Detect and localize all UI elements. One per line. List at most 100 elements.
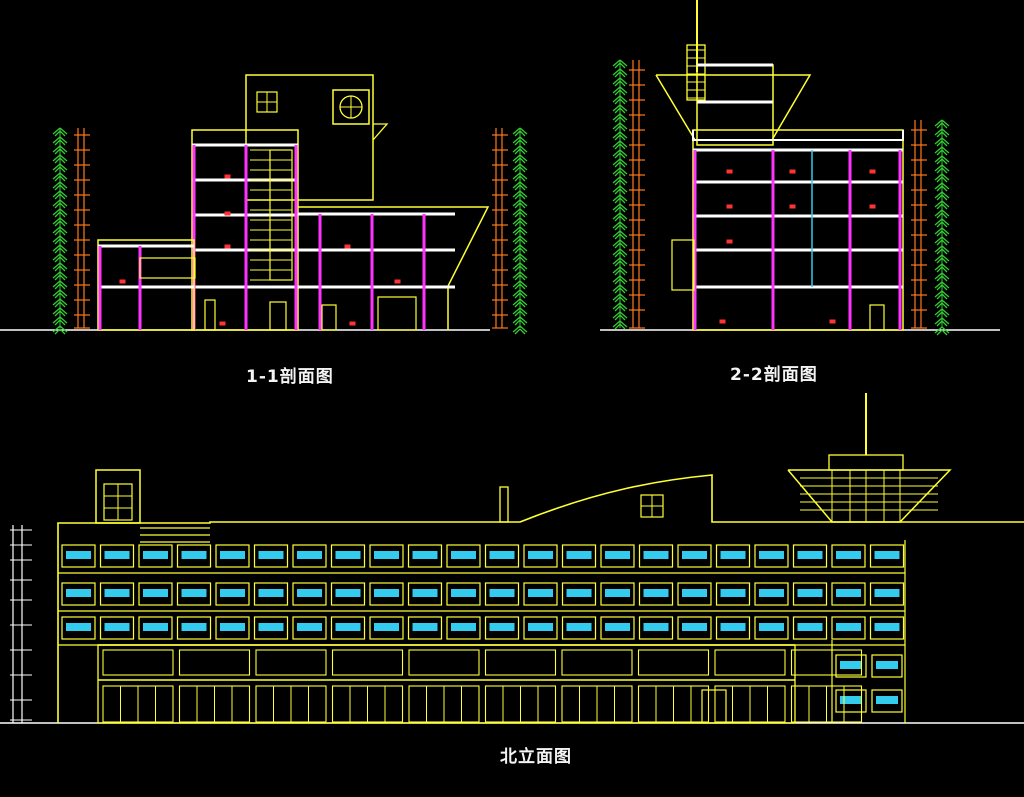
- tree-branch: [52, 325, 68, 335]
- window-glass: [682, 589, 707, 597]
- shop-sign-panel: [637, 649, 710, 676]
- tree-branch: [934, 281, 950, 291]
- tree-branch: [612, 59, 628, 69]
- tree-branch: [52, 253, 68, 263]
- tree-branch: [52, 127, 68, 137]
- crown-band: [828, 454, 904, 471]
- window-frame: [600, 616, 635, 640]
- window-glass: [643, 589, 669, 597]
- shop-sign-panel: [408, 649, 480, 676]
- north-elevation-drawing: [0, 393, 1024, 724]
- tree-branch: [52, 298, 68, 308]
- window-frame: [292, 616, 327, 640]
- window-glass: [759, 623, 784, 631]
- window-frame: [600, 582, 635, 606]
- tree-branch: [512, 145, 528, 155]
- window-glass: [297, 551, 322, 559]
- window-glass: [720, 589, 746, 597]
- window-frame: [869, 582, 905, 606]
- window-glass: [143, 589, 168, 597]
- window-glass: [797, 551, 823, 559]
- tree-branch: [512, 226, 528, 236]
- window-frame: [176, 582, 212, 606]
- tree-branch: [52, 199, 68, 209]
- window-frame: [484, 582, 520, 606]
- window-frame: [715, 582, 751, 606]
- tree-branch: [512, 289, 528, 299]
- window-glass: [220, 623, 245, 631]
- shop-sign-panel: [561, 649, 633, 676]
- window-frame: [835, 654, 867, 678]
- window-glass: [220, 589, 245, 597]
- room-tag: [789, 204, 796, 209]
- door: [321, 304, 337, 331]
- window-glass: [836, 551, 861, 559]
- tree-branch: [934, 209, 950, 219]
- tree-branch: [934, 146, 950, 156]
- window-glass: [643, 623, 669, 631]
- window-glass: [335, 551, 361, 559]
- window-glass: [104, 551, 130, 559]
- tree-branch: [52, 145, 68, 155]
- window-glass: [874, 551, 900, 559]
- tree-branch: [512, 262, 528, 272]
- door: [269, 301, 287, 331]
- tree-branch: [512, 208, 528, 218]
- window-frame: [253, 582, 289, 606]
- tree-branch: [934, 137, 950, 147]
- window-frame: [869, 616, 905, 640]
- window-glass: [528, 589, 553, 597]
- window-glass: [258, 551, 284, 559]
- window-frame: [831, 616, 866, 640]
- window-glass: [605, 623, 630, 631]
- stair-shaft: [269, 149, 293, 281]
- window-glass: [528, 623, 553, 631]
- shop-sign-panel: [714, 649, 786, 676]
- tree-branch: [512, 199, 528, 209]
- window-glass: [181, 589, 207, 597]
- window-frame: [407, 544, 443, 568]
- shop-door: [377, 296, 417, 331]
- tree-branch: [612, 122, 628, 132]
- tree-branch: [612, 230, 628, 240]
- tree-branch: [612, 68, 628, 78]
- window-frame: [446, 544, 481, 568]
- window-glass: [759, 589, 784, 597]
- tree-branch: [934, 236, 950, 246]
- window-glass: [874, 623, 900, 631]
- tree-branch: [934, 128, 950, 138]
- tree-branch: [612, 149, 628, 159]
- tree-branch: [512, 271, 528, 281]
- window-frame: [831, 544, 866, 568]
- window-frame: [61, 544, 96, 568]
- crown-core: [696, 64, 774, 146]
- window-frame: [407, 582, 443, 606]
- left-wing: [97, 239, 195, 331]
- window-glass: [605, 589, 630, 597]
- tree-branch: [934, 155, 950, 165]
- window-glass: [720, 551, 746, 559]
- room-tag: [726, 204, 733, 209]
- tree-branch: [612, 311, 628, 321]
- storefront-outline: [97, 644, 796, 724]
- window-glass: [605, 551, 630, 559]
- tree-branch: [934, 290, 950, 300]
- tree-branch: [52, 208, 68, 218]
- tree-branch: [52, 136, 68, 146]
- window-frame: [99, 544, 135, 568]
- window-frame: [638, 616, 674, 640]
- tree-branch: [52, 217, 68, 227]
- window-glass: [489, 551, 515, 559]
- room-tag: [224, 211, 231, 216]
- room-tag: [869, 169, 876, 174]
- tree-branch: [934, 164, 950, 174]
- tree-branch: [612, 203, 628, 213]
- window-glass: [297, 623, 322, 631]
- window-frame: [484, 544, 520, 568]
- shop-sign-panel: [102, 649, 174, 676]
- tree-branch: [934, 308, 950, 318]
- shop-sign-panel: [790, 649, 863, 676]
- window-frame: [215, 616, 250, 640]
- tree-branch: [612, 167, 628, 177]
- window-frame: [523, 616, 558, 640]
